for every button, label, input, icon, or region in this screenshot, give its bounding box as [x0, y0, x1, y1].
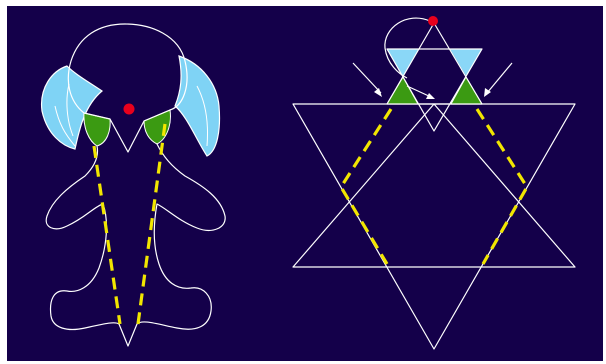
right-red-dot [428, 16, 438, 26]
left-red-dot [124, 104, 135, 115]
panel-background [7, 6, 603, 361]
figure-panel [7, 6, 603, 361]
figure-svg [7, 6, 603, 361]
